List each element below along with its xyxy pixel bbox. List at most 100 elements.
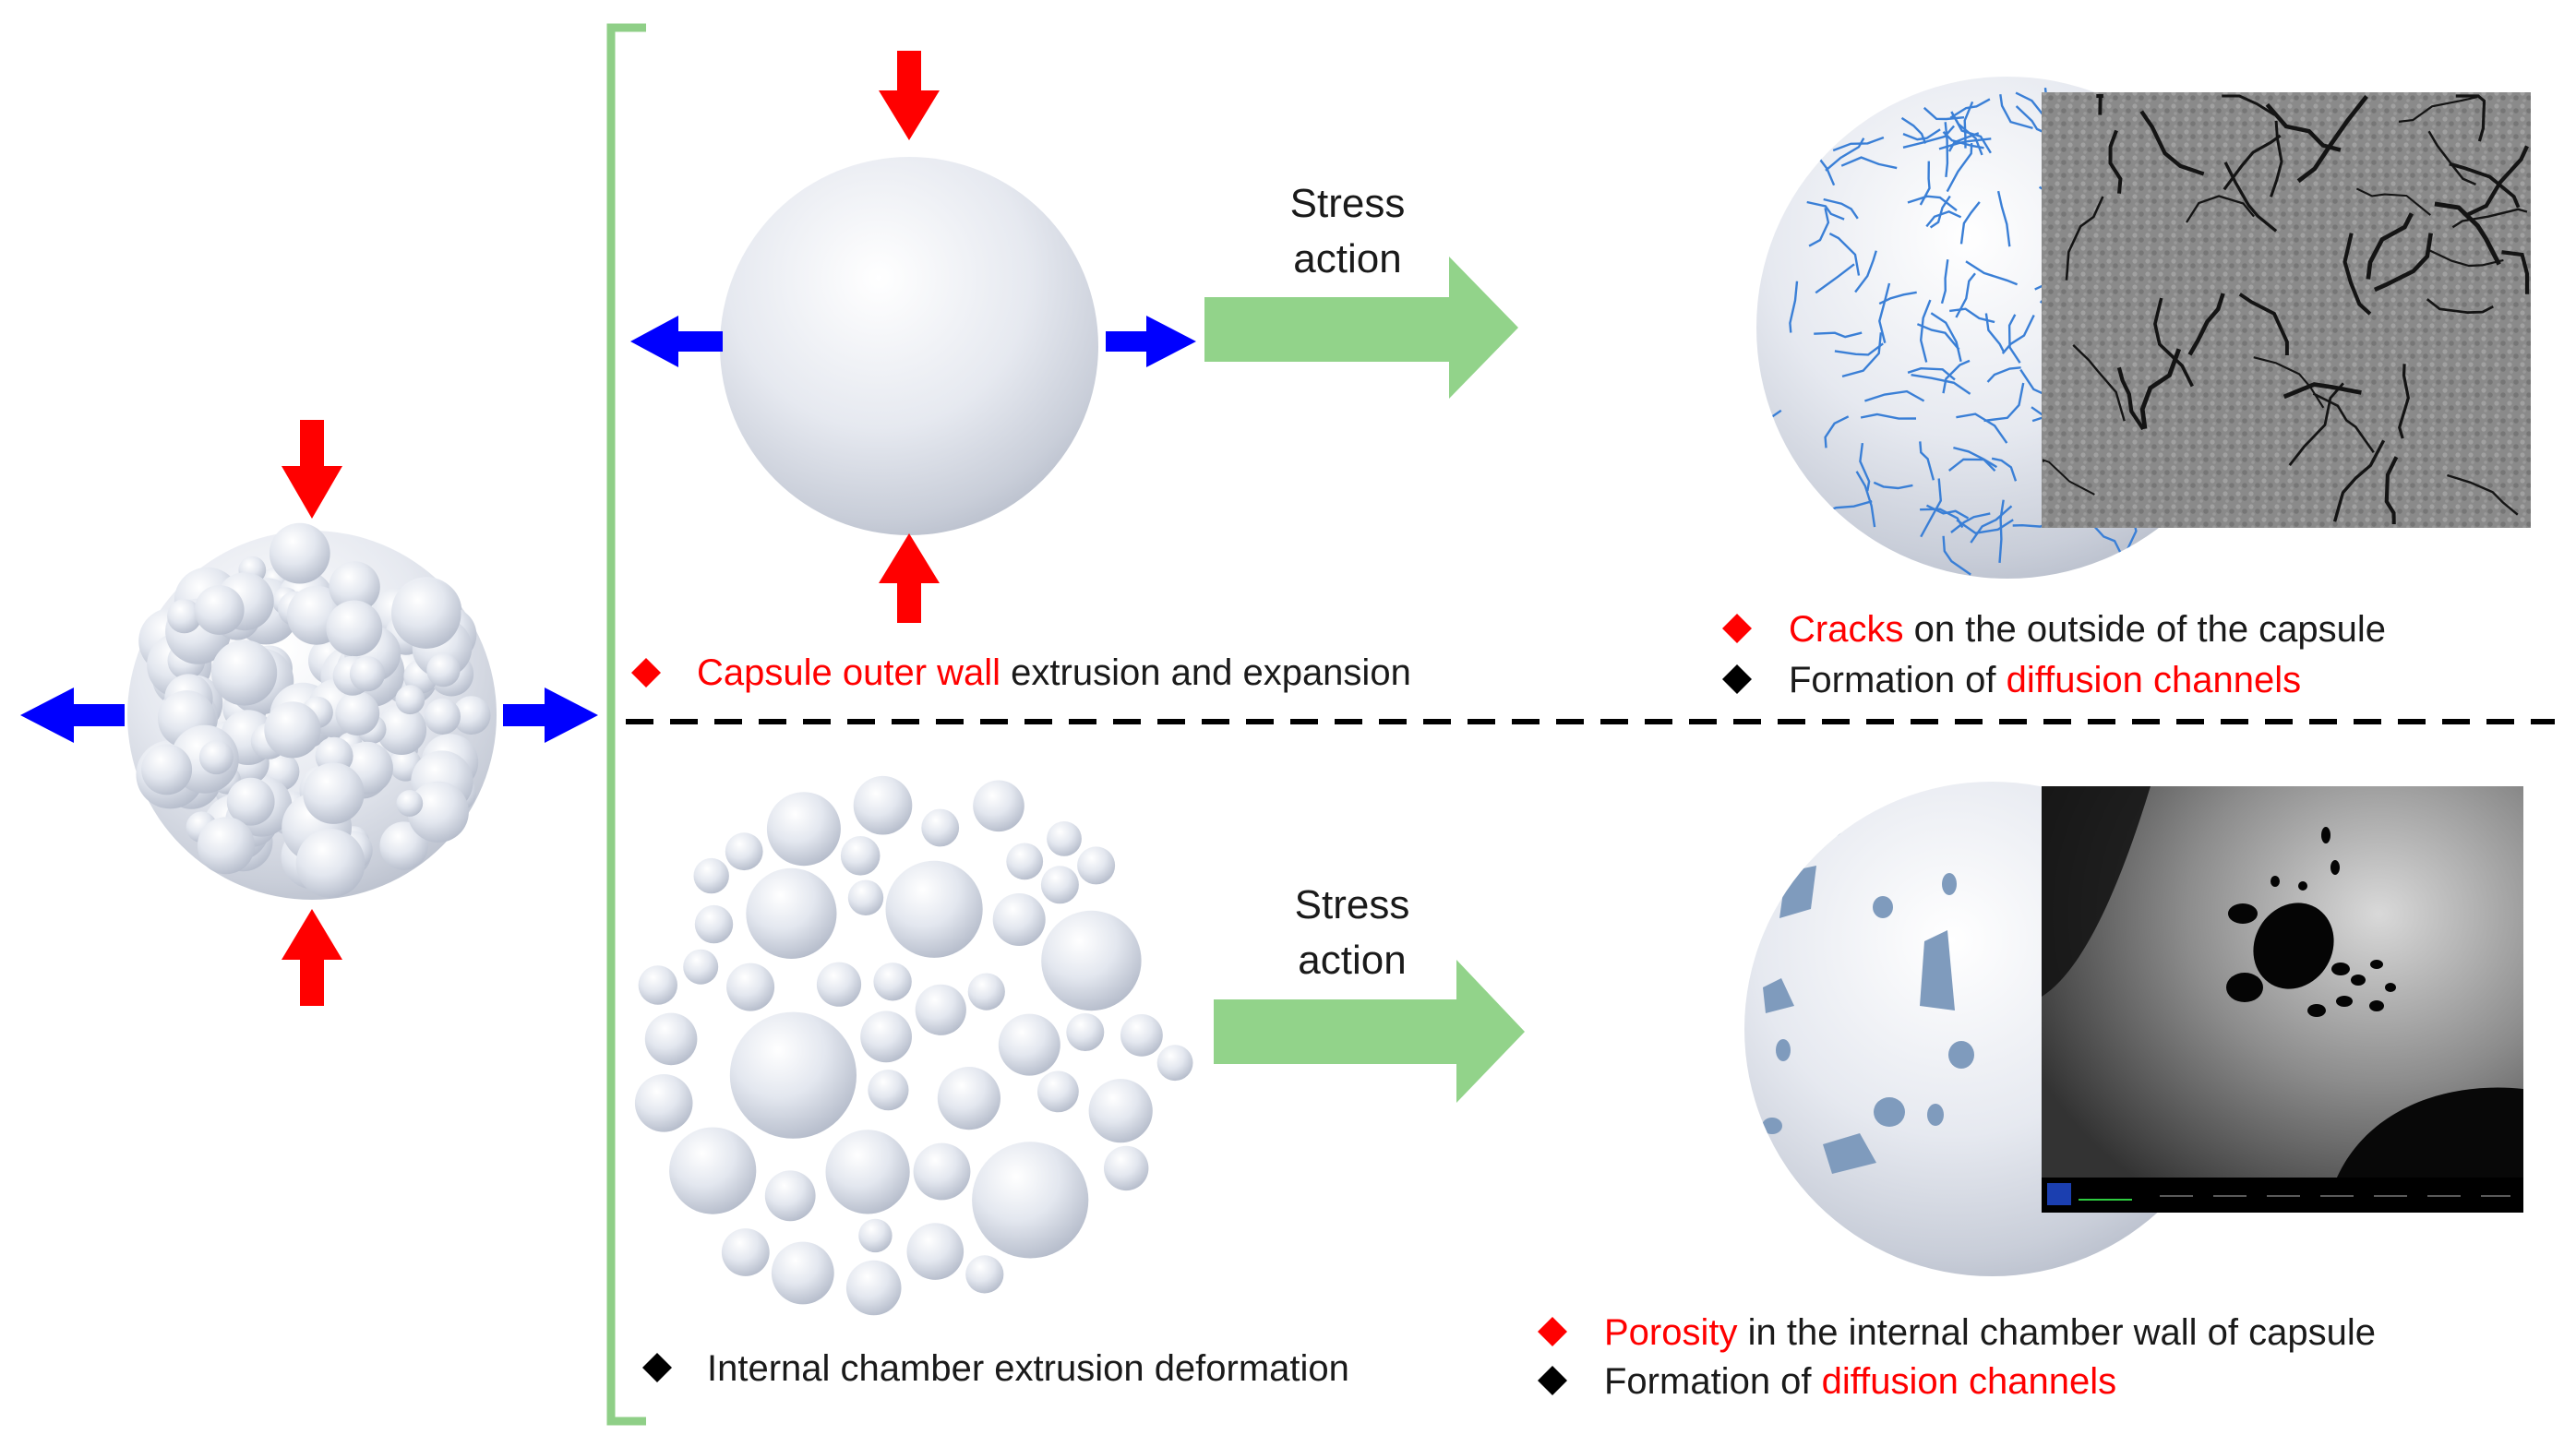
chamber-sphere (972, 1142, 1089, 1259)
sem-crack (2238, 293, 2289, 355)
sem-crack (2355, 187, 2431, 216)
diamond-bullet-icon (1722, 614, 1752, 643)
crack-line (1911, 374, 1971, 395)
chamber-sphere (840, 836, 881, 876)
sem-crack (2373, 233, 2433, 293)
small-sphere (295, 829, 365, 898)
chamber-sphere (766, 792, 841, 867)
crack-line (1814, 331, 1863, 339)
crack-line (1841, 332, 1883, 378)
small-sphere (426, 652, 461, 688)
chamber-sphere (1047, 821, 1082, 856)
top-caption-black: extrusion and expansion (1000, 652, 1411, 693)
crack-line (1854, 250, 1877, 293)
chamber-sphere (1066, 1013, 1105, 1051)
sem-crack (2270, 120, 2283, 197)
sem-crack (2108, 129, 2123, 194)
sem-crack (2153, 297, 2194, 388)
bottom-result-2-black: Formation of (1604, 1361, 1822, 1402)
chamber-sphere (726, 963, 775, 1011)
sem-crack (2223, 161, 2278, 233)
small-sphere (329, 561, 380, 613)
crack-line (1806, 200, 1845, 221)
sem-crack (2186, 195, 2255, 223)
chamber-sphere (885, 860, 983, 958)
top-red-arrow-icon-up (879, 533, 940, 623)
bottom-result-1-black: in the internal chamber wall of capsule (1738, 1312, 2376, 1353)
bottom-result-2-red: diffusion channels (1822, 1361, 2117, 1402)
top-result-2-red: diffusion channels (2007, 660, 2302, 700)
sem-crack (2427, 248, 2504, 268)
chamber-sphere (921, 808, 960, 847)
crack-line (2007, 314, 2021, 364)
small-sphere (396, 790, 424, 817)
crack-line (1946, 143, 1973, 193)
bottom-result-2: Formation of diffusion channels (1604, 1361, 2116, 1402)
chamber-sphere (853, 775, 913, 835)
outer-wall-sphere (720, 157, 1098, 535)
chamber-sphere (937, 1067, 1000, 1130)
chamber-sphere (992, 893, 1046, 946)
crack-line (1919, 441, 1935, 481)
chamber-sphere (915, 984, 966, 1035)
chamber-sphere (998, 1013, 1060, 1076)
sem-crack (2434, 201, 2501, 266)
small-sphere (391, 579, 461, 649)
crack-line (1950, 512, 1991, 533)
chamber-sphere (729, 1011, 857, 1139)
chamber-sphere (721, 1228, 770, 1276)
sem-crack (2222, 94, 2276, 116)
chamber-sphere (683, 949, 719, 985)
crack-line (1907, 195, 1958, 212)
crack-line (1938, 138, 1992, 150)
crack-line (1902, 125, 1956, 149)
crack-line (1925, 210, 1962, 228)
crack-line (1984, 313, 2006, 353)
chamber-sphere (906, 1223, 965, 1280)
small-sphere (264, 701, 321, 759)
chamber-sphere (764, 1170, 816, 1222)
top-result-2-black: Formation of (1789, 660, 2007, 700)
sem-image-cracks (2042, 92, 2531, 528)
small-sphere (407, 781, 469, 843)
top-blue-arrow-icon-left (630, 316, 723, 367)
crack-line (1828, 233, 1861, 276)
sem-crack (2096, 94, 2103, 115)
chamber-sphere (868, 1070, 909, 1111)
crack-line (1823, 197, 1859, 220)
chamber-sphere (634, 1074, 693, 1132)
crack-line (1878, 282, 1891, 343)
crack-line (1953, 446, 1998, 469)
sem-crack (2455, 94, 2486, 142)
left-blue-arrow-icon-right (503, 688, 598, 743)
small-sphere (379, 821, 428, 870)
chamber-sphere (965, 1255, 1004, 1294)
small-sphere (326, 600, 383, 657)
top-result-1: Cracks on the outside of the capsule (1789, 609, 2386, 650)
crack-line (1919, 161, 1931, 206)
sem-crack (2384, 456, 2399, 525)
top-result-1-red: Cracks (1789, 609, 1903, 650)
chamber-sphere (825, 1130, 910, 1214)
crack-line (1942, 131, 1984, 149)
chamber-sphere (694, 904, 734, 944)
crack-line (1942, 359, 1971, 394)
small-sphere (211, 640, 278, 706)
crack-line (1991, 457, 2018, 482)
small-sphere (167, 599, 202, 634)
sem-crack (2332, 439, 2386, 522)
chamber-sphere (845, 1260, 902, 1316)
crack-line (1956, 519, 2014, 534)
top-result-2: Formation of diffusion channels (1789, 660, 2301, 700)
small-sphere (377, 705, 427, 755)
top-blue-arrow-icon-right (1106, 316, 1196, 367)
chamber-sphere (1120, 1014, 1163, 1057)
chamber-sphere (644, 1012, 698, 1066)
sem-crack (2265, 102, 2342, 152)
top-arrow-label-line1: Stress (1290, 181, 1406, 226)
small-sphere (197, 817, 255, 875)
sem-crack (2139, 348, 2182, 430)
crack-line (1824, 415, 1850, 448)
crack-line (1925, 504, 1970, 520)
diamond-bullet-icon (1538, 1366, 1567, 1395)
